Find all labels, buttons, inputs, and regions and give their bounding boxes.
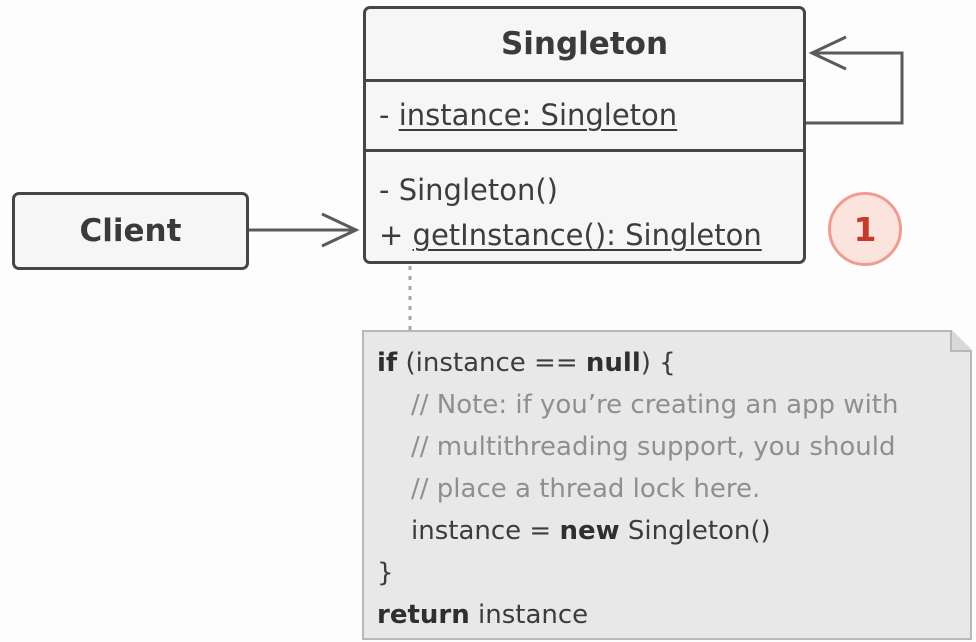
method-get-instance: + getInstance(): Singleton (379, 213, 803, 258)
code-line: if (instance == null) { (377, 342, 970, 384)
singleton-class-header: Singleton (366, 9, 803, 79)
singleton-class-name: Singleton (500, 26, 669, 62)
field-instance: - instance: Singleton (379, 93, 677, 138)
code-line: instance = new Singleton() (377, 510, 970, 552)
code-text: Singleton() (619, 516, 771, 546)
singleton-fields: - instance: Singleton (366, 79, 803, 149)
step-badge: 1 (828, 192, 902, 266)
code-keyword: null (585, 348, 641, 378)
note-folded-corner (950, 330, 972, 352)
code-text: ) { (640, 348, 676, 378)
client-class-name: Client (79, 213, 182, 249)
self-association-arrowhead (808, 35, 847, 71)
client-class: Client (12, 192, 249, 270)
code-note: if (instance == null) { // Note: if you’r… (362, 330, 972, 640)
code-line: // Note: if you’re creating an app with (377, 384, 970, 426)
method-constructor: - Singleton() (379, 168, 803, 213)
client-to-singleton-arrowhead (321, 212, 360, 248)
field-signature: instance: Singleton (398, 98, 678, 132)
code-text: (instance == (397, 348, 586, 378)
code-text: instance (469, 600, 589, 630)
self-association-line (806, 51, 904, 125)
code-keyword: return (377, 600, 470, 630)
singleton-class: Singleton - instance: Singleton - Single… (363, 6, 806, 264)
singleton-methods: - Singleton() + getInstance(): Singleton (366, 149, 803, 261)
code-keyword: new (559, 516, 620, 546)
code-line: // multithreading support, you should (377, 426, 970, 468)
step-badge-number: 1 (853, 209, 877, 249)
code-comment: // place a thread lock here. (411, 474, 761, 504)
method-signature: getInstance(): Singleton (412, 218, 762, 252)
method-signature: Singleton() (398, 173, 558, 207)
code-text: } (377, 558, 394, 588)
method-visibility: + (379, 218, 413, 252)
code-comment: // Note: if you’re creating an app with (411, 390, 899, 420)
code-line: } (377, 552, 970, 594)
code-text: instance = (411, 516, 560, 546)
code-line: return instance (377, 594, 970, 636)
code-line: // place a thread lock here. (377, 468, 970, 510)
code-keyword: if (377, 348, 398, 378)
code-comment: // multithreading support, you should (411, 432, 896, 462)
field-visibility: - (379, 98, 399, 132)
code-note-lines: if (instance == null) { // Note: if you’r… (377, 342, 970, 636)
method-visibility: - (379, 173, 399, 207)
